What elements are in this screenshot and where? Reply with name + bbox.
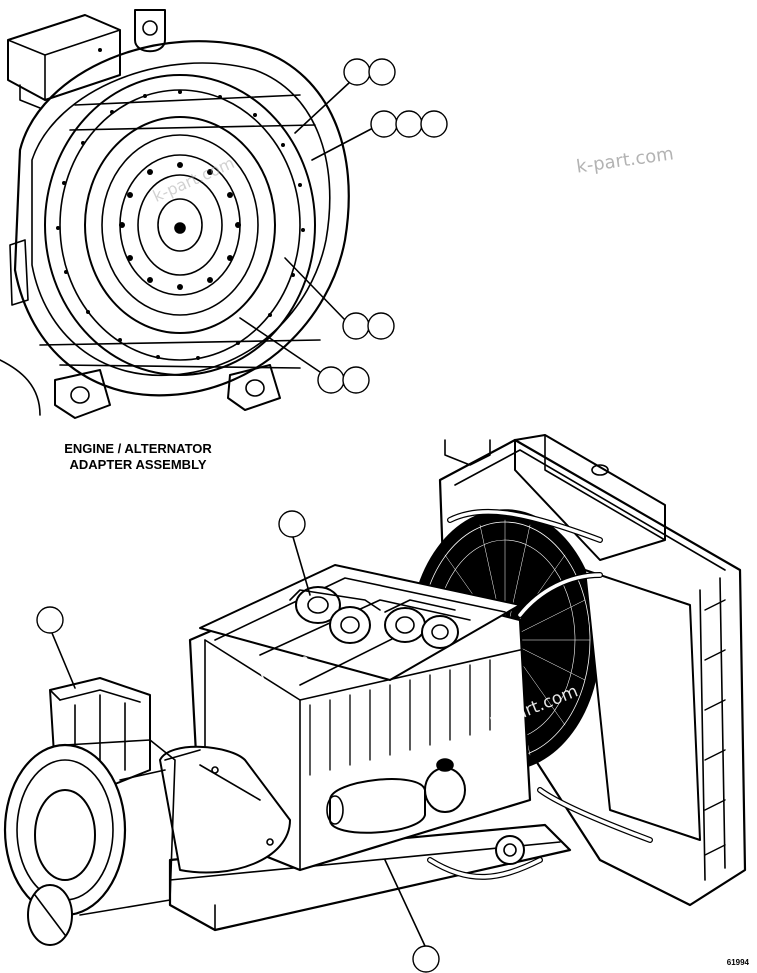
assembly-caption: ENGINE / ALTERNATOR ADAPTER ASSEMBLY [38,441,238,473]
callout-bubble [317,366,345,394]
callout-bubble [367,312,395,340]
callout-bubble [368,58,396,86]
callout-bubble [343,58,371,86]
generator-set-drawing [3,434,747,947]
callout-bubble [420,110,448,138]
caption-line-2: ADAPTER ASSEMBLY [69,457,207,472]
callout-bubble [370,110,398,138]
callout-bubble [342,312,370,340]
caption-line-1: ENGINE / ALTERNATOR [64,441,212,456]
callout-bubble [342,366,370,394]
callout-bubbles [36,58,448,973]
callout-bubble [36,606,64,634]
figure-number: 61994 [726,958,749,967]
adapter-assembly-drawing [0,9,374,419]
callout-bubble [395,110,423,138]
callout-bubble [412,945,440,973]
callout-bubble [278,510,306,538]
